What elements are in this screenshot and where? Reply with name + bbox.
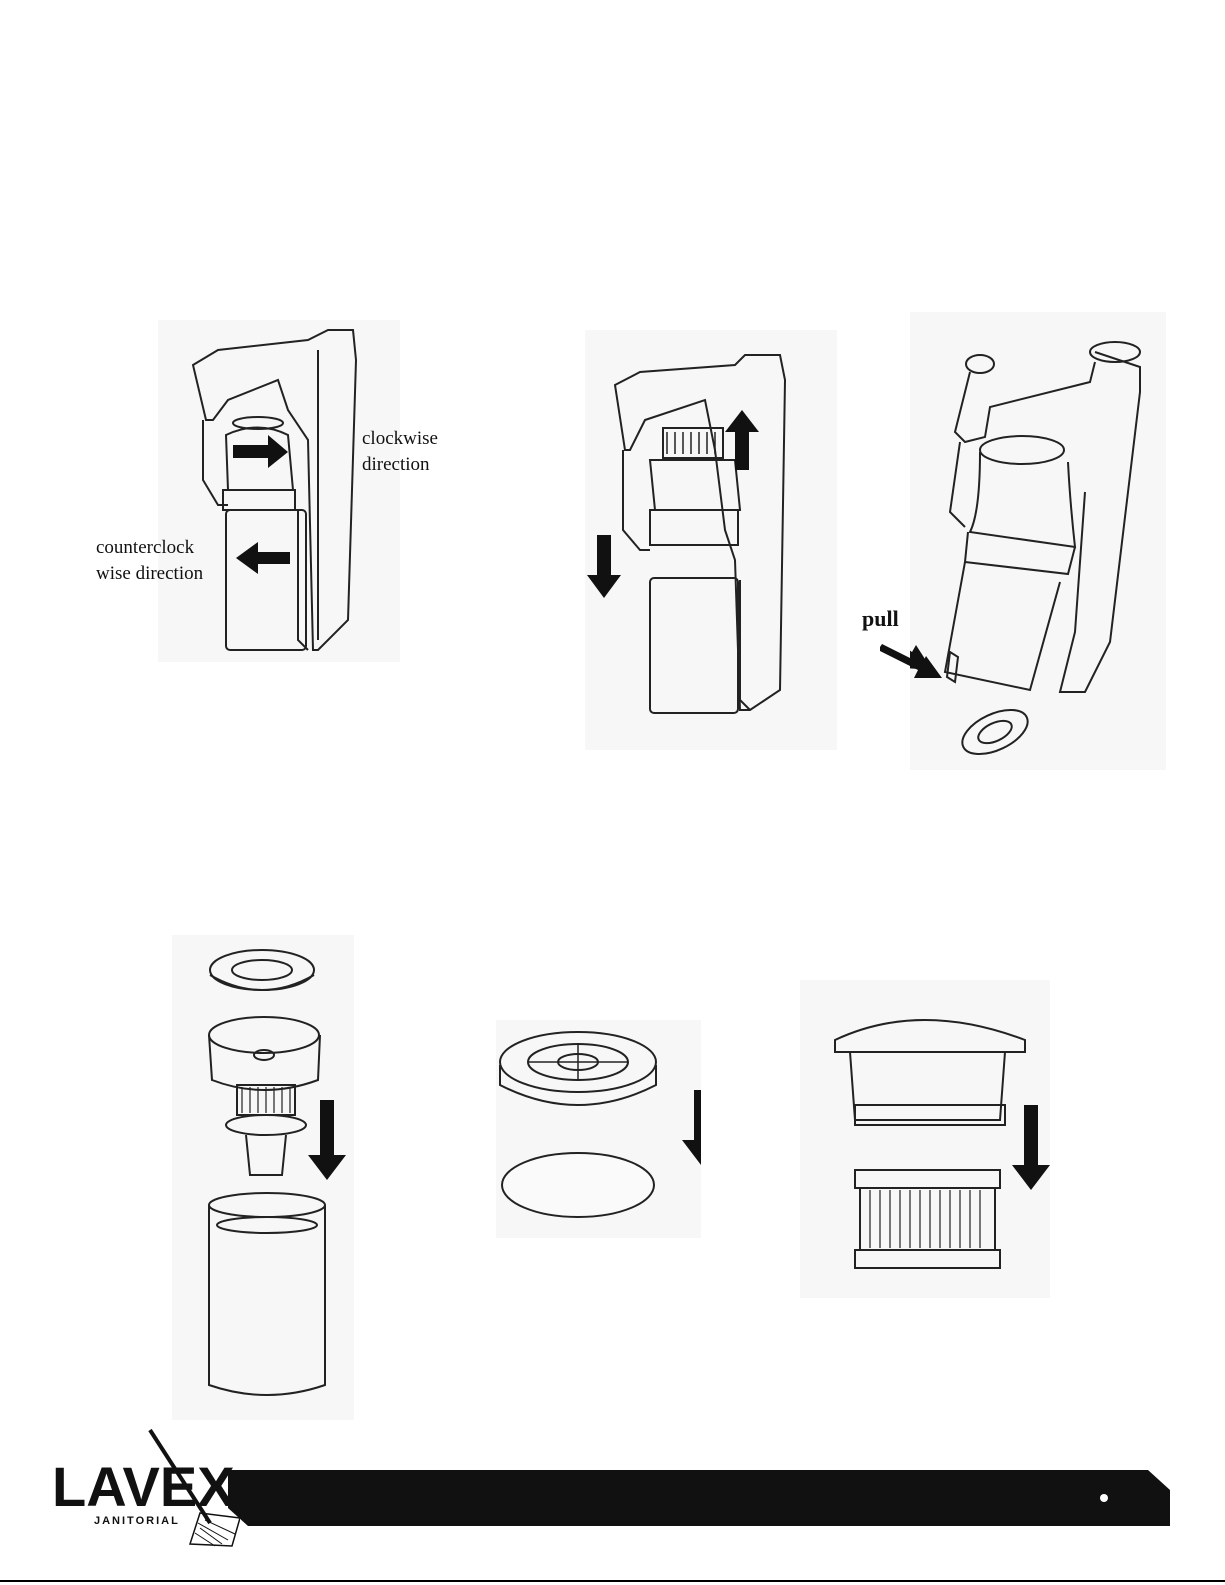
arrow-left-icon bbox=[236, 542, 290, 574]
vacuum-rotate-illustration bbox=[158, 320, 400, 662]
logo-wordmark: LAVEX bbox=[52, 1455, 235, 1518]
arrow-down-icon bbox=[587, 535, 621, 598]
logo-subtitle: JANITORIAL bbox=[94, 1515, 180, 1527]
clockwise-direction-label: clockwise direction bbox=[362, 426, 438, 478]
broom-logo-icon: LAVEX JANITORIAL bbox=[50, 1428, 240, 1548]
figure-remove-dust-cup bbox=[585, 330, 837, 750]
arrow-down-icon bbox=[308, 1100, 346, 1180]
pull-arrow-icon bbox=[880, 638, 944, 682]
counterclockwise-direction-label: counterclock wise direction bbox=[96, 535, 203, 587]
dust-cup-exploded-illustration bbox=[172, 935, 354, 1420]
footer-bar bbox=[228, 1470, 1170, 1526]
hepa-filter-illustration bbox=[800, 980, 1050, 1298]
figure-pull-latch bbox=[910, 312, 1166, 770]
arrow-down-icon bbox=[1012, 1105, 1050, 1190]
filter-disk-illustration bbox=[496, 1020, 701, 1238]
arrow-down-icon bbox=[682, 1090, 701, 1165]
figure-rotate-dust-cup bbox=[158, 320, 400, 662]
figure-hepa-filter bbox=[800, 980, 1050, 1298]
footer-dot-icon bbox=[1100, 1494, 1108, 1502]
vacuum-pull-latch-illustration bbox=[910, 312, 1166, 770]
figure-filter-disk bbox=[496, 1020, 701, 1238]
figure-exploded-dust-cup bbox=[172, 935, 354, 1420]
vacuum-remove-cup-illustration bbox=[585, 330, 837, 750]
lavex-logo: LAVEX JANITORIAL bbox=[50, 1428, 240, 1548]
bottom-rule bbox=[0, 1580, 1225, 1582]
arrow-right-icon bbox=[233, 435, 288, 468]
pull-label: pull bbox=[862, 606, 899, 632]
